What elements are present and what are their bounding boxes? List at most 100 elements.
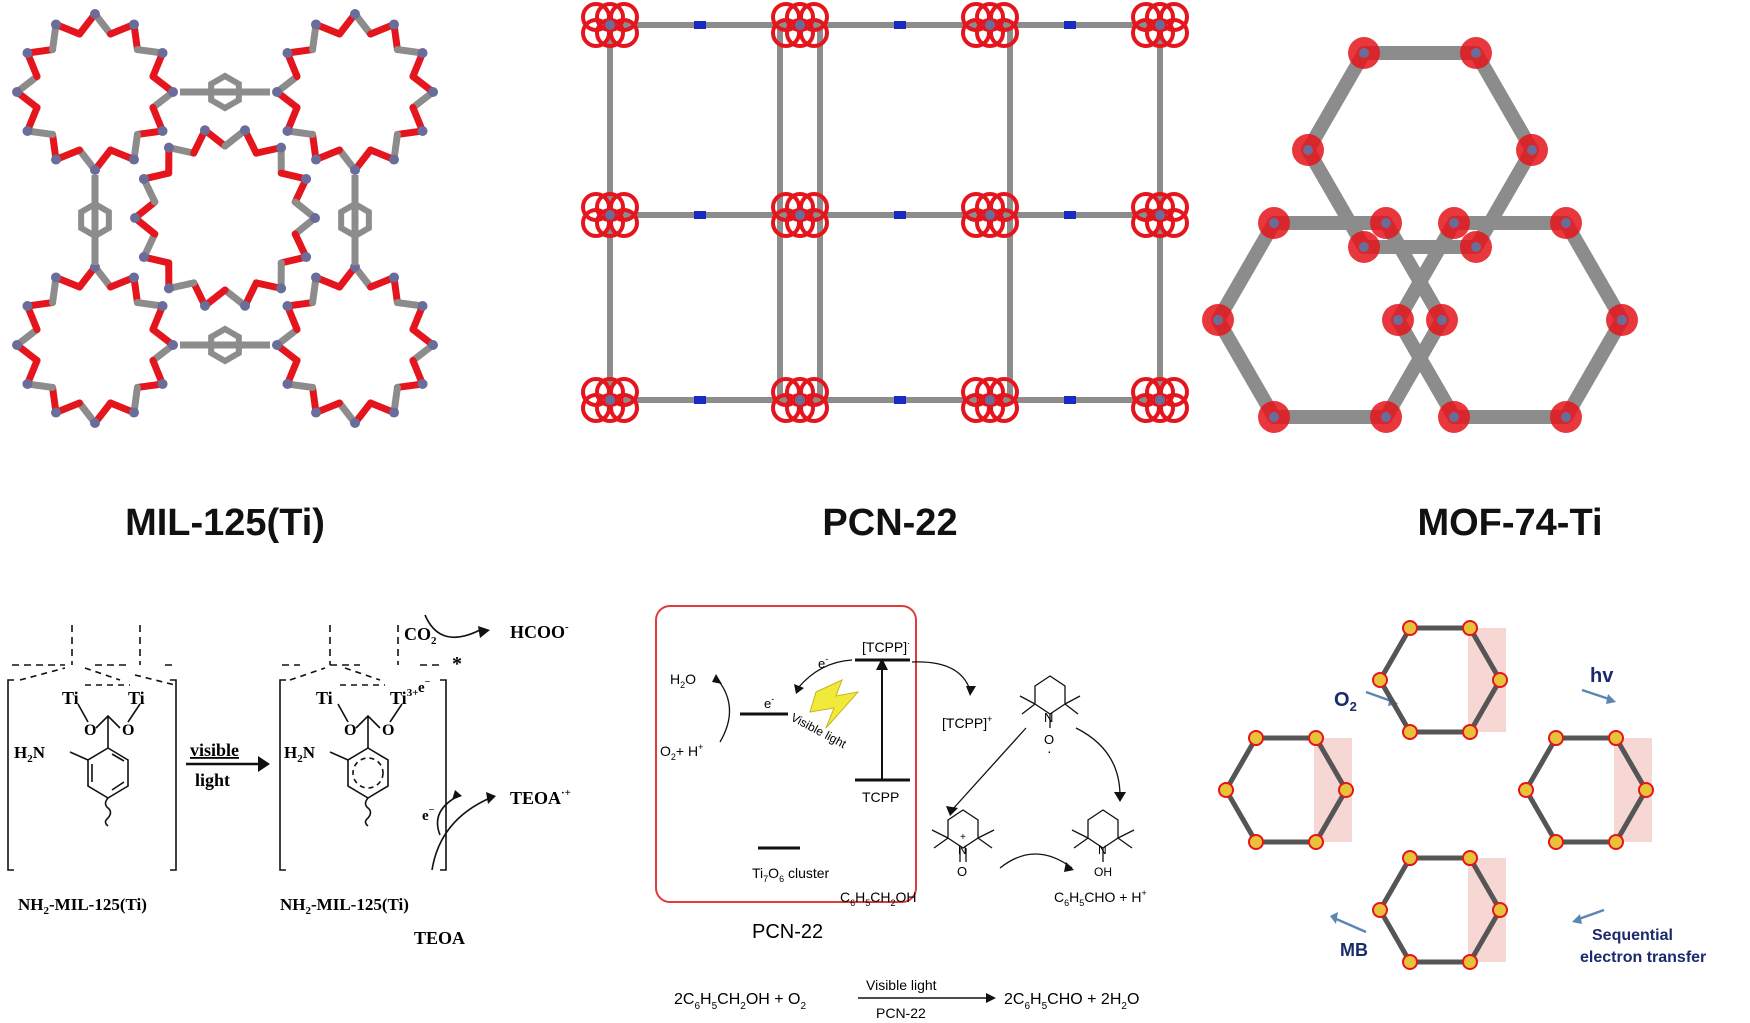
ti-node bbox=[1372, 902, 1388, 918]
ti-atom bbox=[22, 48, 33, 58]
lightning-bolt-icon bbox=[809, 679, 860, 729]
ti-node bbox=[1308, 833, 1324, 850]
ti-atom bbox=[90, 165, 100, 175]
ti-atom bbox=[138, 173, 149, 184]
ti-atom bbox=[1449, 218, 1459, 229]
pcn-cluster-ring bbox=[1159, 208, 1189, 238]
ti-atom bbox=[605, 210, 615, 220]
e-label-1: e- bbox=[818, 654, 828, 671]
ti-atom bbox=[90, 9, 100, 19]
ti-atom bbox=[389, 407, 399, 418]
ti-atom bbox=[272, 340, 282, 350]
ti-atom bbox=[301, 173, 312, 184]
hydroxyl-n-label: N bbox=[1098, 843, 1107, 857]
cluster-label: Ti7O6 cluster bbox=[752, 865, 830, 884]
left-cluster-drawing bbox=[7, 625, 177, 871]
ti-atom bbox=[22, 379, 33, 389]
ti-node bbox=[1402, 620, 1418, 637]
pcn-cluster-ring bbox=[609, 18, 639, 48]
teoa-radical-label: TEOA·+ bbox=[510, 787, 571, 808]
oxoammonium-drawing bbox=[931, 809, 995, 862]
mil-mechanism-scheme: Ti Ti O O H2N NH2-MIL-125(Ti) visible li… bbox=[0, 614, 600, 980]
excitation-arrowhead bbox=[876, 658, 888, 670]
tcpp-cation-label: [TCPP]+ bbox=[942, 714, 992, 731]
nitrogen-atom bbox=[694, 211, 706, 219]
ti-atom bbox=[1155, 210, 1165, 220]
mil-scheme-svg: Ti Ti O O H2N NH2-MIL-125(Ti) visible li… bbox=[7, 614, 571, 948]
ti-atom bbox=[1527, 145, 1537, 155]
ti-atom bbox=[51, 19, 61, 30]
light-label: light bbox=[195, 770, 230, 790]
mof74-structure bbox=[1202, 20, 1750, 490]
ti-atom bbox=[129, 19, 139, 30]
nitrogen-atom bbox=[894, 396, 906, 404]
seq-arrowhead-icon bbox=[1572, 914, 1582, 924]
o2-label: O2 bbox=[1334, 689, 1357, 714]
ti-atom bbox=[311, 272, 321, 283]
tempo-n-label: N bbox=[1044, 710, 1053, 725]
ti-atom bbox=[301, 252, 312, 263]
ti-atom bbox=[1561, 411, 1571, 422]
o2-reduction-arc bbox=[717, 679, 731, 743]
ti-atom bbox=[985, 210, 995, 220]
pcn-scheme-svg: Visible light H2O O2+ H+ e- e- [TCPP]· T… bbox=[655, 605, 1147, 1021]
ti-atom bbox=[12, 340, 22, 350]
ti-node bbox=[1518, 782, 1534, 798]
ti-node bbox=[1402, 953, 1418, 970]
co2-label: CO2 bbox=[404, 624, 437, 647]
pcn22-box bbox=[655, 605, 917, 903]
pcn-cluster-ring bbox=[799, 393, 829, 423]
ti-atom bbox=[163, 142, 174, 153]
ti-atom bbox=[605, 395, 615, 405]
ti-atom bbox=[240, 125, 251, 136]
ti-atom bbox=[417, 126, 428, 136]
mil125-framework-image bbox=[12, 9, 438, 428]
ti-atom bbox=[168, 340, 178, 350]
ti-node bbox=[1548, 833, 1564, 850]
ti-atom bbox=[311, 407, 321, 418]
pcn-cluster-ring bbox=[609, 208, 639, 238]
oxidation-arrowhead bbox=[1064, 862, 1074, 872]
ti-atom bbox=[199, 125, 210, 136]
ti-atom bbox=[389, 19, 399, 30]
equation-below: PCN-22 bbox=[876, 1005, 926, 1021]
e-transfer-arc bbox=[797, 659, 853, 689]
ti-atom bbox=[1393, 315, 1403, 325]
visible-label: visible bbox=[190, 740, 239, 760]
ti-node bbox=[1248, 730, 1264, 747]
linker-ring bbox=[208, 72, 242, 112]
linker-ring bbox=[78, 200, 112, 240]
excited-star: * bbox=[452, 653, 462, 675]
o-label-2: O bbox=[122, 722, 134, 739]
ti-atom bbox=[129, 272, 139, 283]
electron-transfer-label: electron transfer bbox=[1580, 949, 1706, 966]
ti-node bbox=[1462, 723, 1478, 740]
ti-atom bbox=[272, 87, 282, 97]
mil125-title: MIL-125(Ti) bbox=[125, 502, 325, 544]
ti-atom bbox=[22, 126, 33, 136]
tempo-radical-drawing bbox=[1019, 675, 1081, 728]
o-label-3: O bbox=[344, 722, 356, 739]
hv-arrowhead-icon bbox=[1606, 694, 1616, 704]
teoa-label: TEOA bbox=[414, 928, 465, 948]
e-bottom-label: e− bbox=[422, 805, 435, 824]
ti-atom bbox=[350, 165, 360, 175]
ti-atom bbox=[157, 126, 168, 136]
ti-atom bbox=[1381, 411, 1391, 422]
ti-node bbox=[1608, 833, 1624, 850]
ti-atom bbox=[311, 19, 321, 30]
ti-node bbox=[1462, 620, 1478, 637]
equation-arrowhead bbox=[986, 993, 996, 1003]
ti-node bbox=[1548, 730, 1564, 747]
pcn22-box-label: PCN-22 bbox=[752, 921, 823, 943]
oxidation-arc bbox=[999, 853, 1073, 869]
ti-atom bbox=[276, 142, 287, 153]
ti-atom bbox=[1471, 241, 1481, 252]
ti-atom bbox=[1449, 411, 1459, 422]
ti-node bbox=[1402, 723, 1418, 740]
ti-atom bbox=[282, 126, 293, 136]
oxo-plus-label: + bbox=[960, 832, 966, 843]
pcn-cluster-ring bbox=[1159, 393, 1189, 423]
ti-atom bbox=[51, 272, 61, 283]
ti-atom bbox=[1437, 315, 1447, 325]
